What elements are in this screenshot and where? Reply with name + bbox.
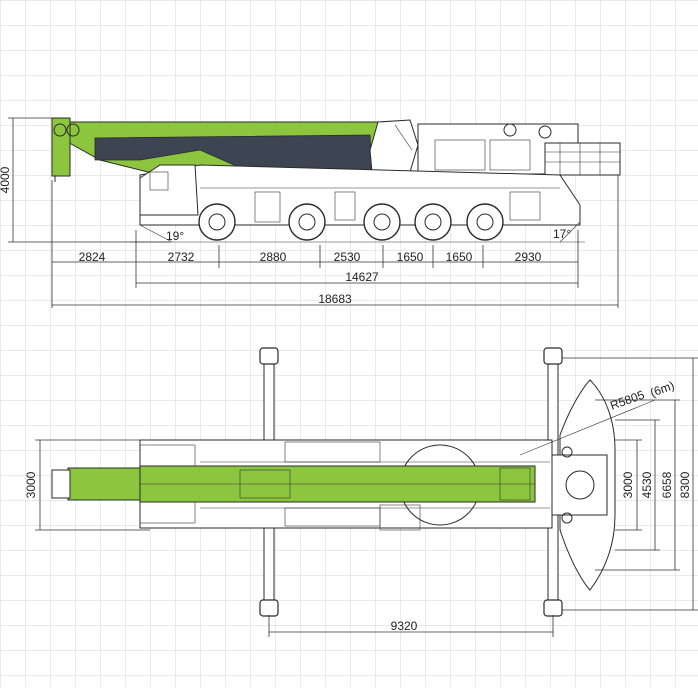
counterweight-top bbox=[551, 454, 608, 516]
segment-label-4: 2530 bbox=[334, 250, 361, 264]
right-dim-label-1: 3000 bbox=[621, 471, 635, 498]
wheel-3 bbox=[363, 203, 401, 241]
segment-label-2: 2732 bbox=[168, 250, 195, 264]
top-view: 3000 R5805 (6m) 3000 4530 6658 8300 9320 bbox=[24, 347, 698, 637]
right-dim-label-2: 4530 bbox=[640, 471, 654, 498]
wheel-1 bbox=[198, 203, 236, 241]
wheelbase-total-label: 14627 bbox=[345, 270, 379, 284]
right-dim-label-4: 8300 bbox=[678, 471, 692, 498]
boom-tip-top bbox=[67, 467, 141, 501]
angle-front-label: 19° bbox=[166, 229, 184, 243]
outrigger-pad-front-top bbox=[259, 347, 279, 365]
boom-width-label: 3000 bbox=[24, 471, 38, 498]
angle-rear-label: 17° bbox=[553, 227, 571, 241]
segment-label-1: 2824 bbox=[79, 250, 106, 264]
outrigger-pad-rear-bottom bbox=[543, 599, 563, 617]
right-dim-label-3: 6658 bbox=[660, 471, 674, 498]
overall-length-label: 18683 bbox=[318, 292, 352, 306]
segment-label-6: 1650 bbox=[446, 250, 473, 264]
outrigger-span-label: 9320 bbox=[391, 619, 418, 633]
outrigger-pad-rear-top bbox=[543, 347, 563, 365]
wheel-2 bbox=[288, 203, 326, 241]
segment-label-7: 2930 bbox=[515, 250, 542, 264]
segment-label-5: 1650 bbox=[397, 250, 424, 264]
side-wheels bbox=[198, 203, 504, 241]
wheel-4 bbox=[414, 203, 452, 241]
wheel-5 bbox=[466, 203, 504, 241]
boom-dark-section bbox=[94, 134, 373, 173]
outrigger-pad-front-bottom bbox=[259, 599, 279, 617]
height-label: 4000 bbox=[0, 166, 12, 193]
driver-cab bbox=[139, 164, 199, 216]
segment-label-3: 2880 bbox=[260, 250, 287, 264]
hook-block-top bbox=[51, 469, 71, 499]
crane-cab bbox=[369, 119, 419, 173]
counterweight bbox=[544, 142, 621, 176]
side-view: 4000 bbox=[0, 117, 621, 308]
